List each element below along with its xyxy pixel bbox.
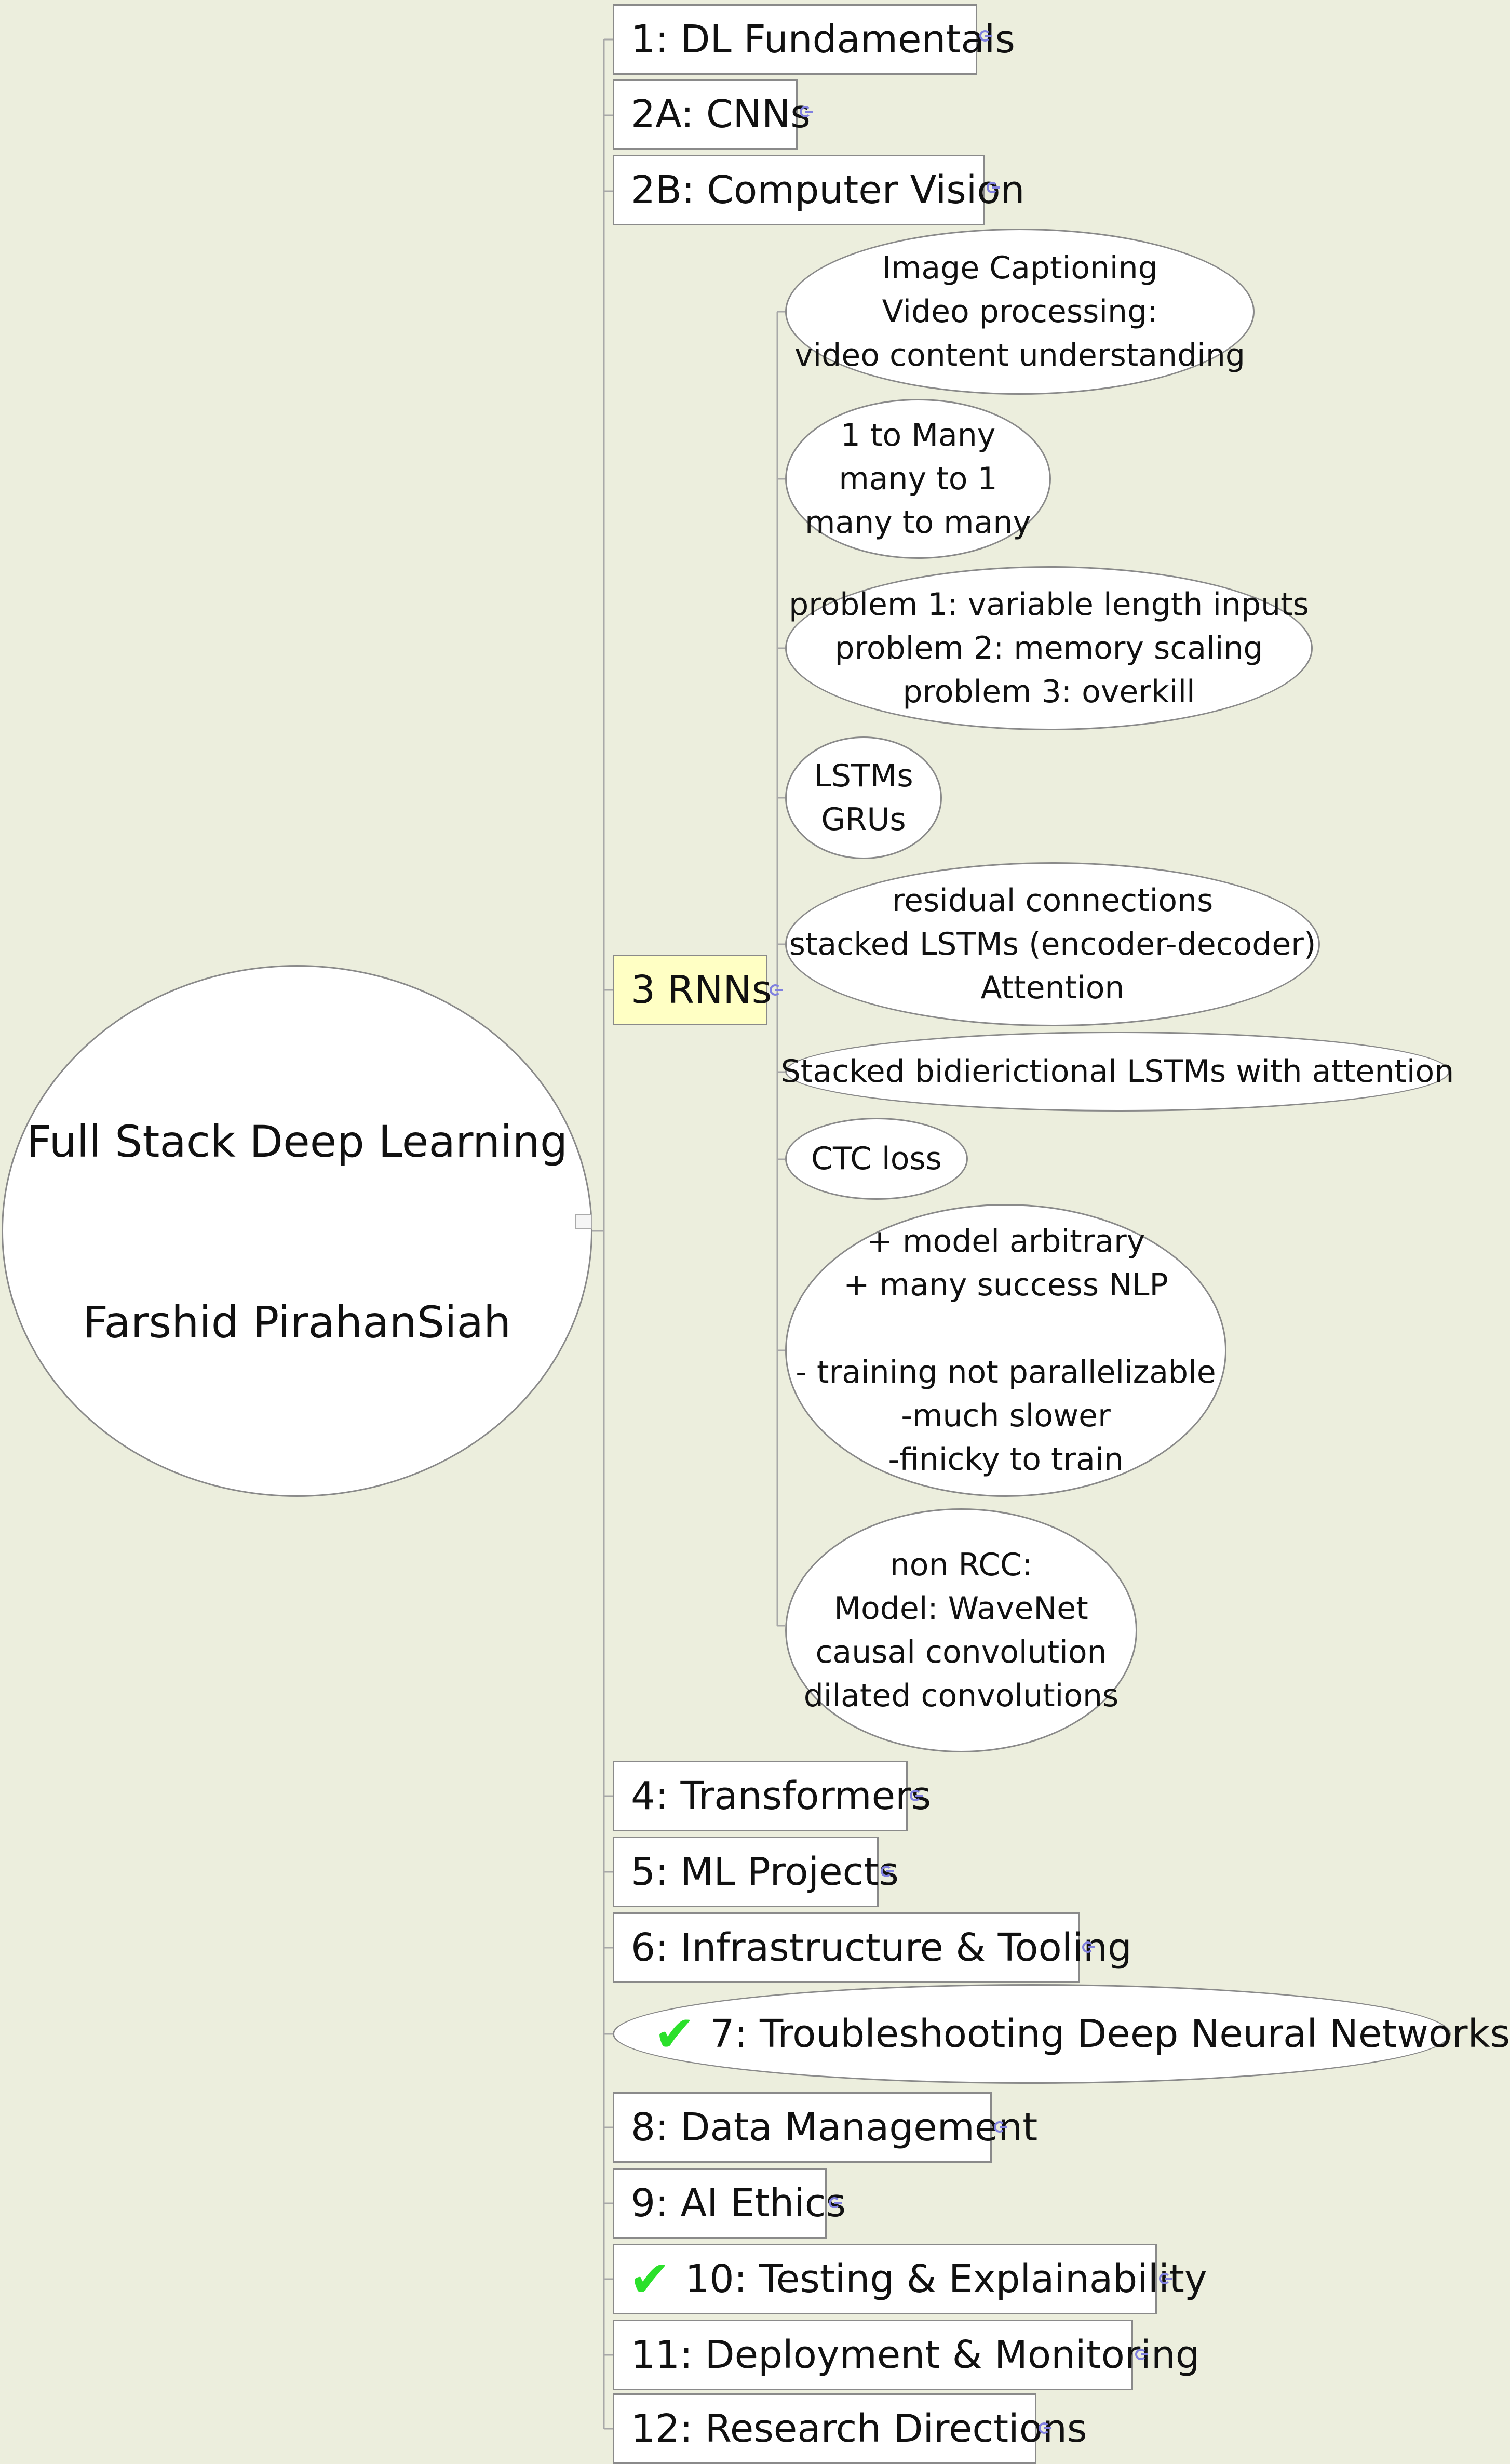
collapse-toggle-icon[interactable]	[829, 2197, 842, 2208]
collapse-toggle-icon[interactable]	[1135, 2349, 1148, 2360]
subtopic-line: 1 to Many	[840, 417, 996, 453]
topic-dl-fundamentals[interactable]: 1: DL Fundamentals	[613, 4, 1015, 75]
topic-label: 8: Data Management	[631, 2105, 1038, 2150]
topic-deployment-monitoring[interactable]: 11: Deployment & Monitoring	[613, 2320, 1200, 2390]
topic-label: 5: ML Projects	[631, 1850, 899, 1894]
subtopic-line: problem 3: overkill	[902, 674, 1195, 710]
subtopic-line: video content understanding	[794, 337, 1245, 373]
topic-label: 12: Research Directions	[631, 2406, 1087, 2451]
subtopic-line: Image Captioning	[882, 250, 1158, 286]
subtopic-line: many to many	[805, 504, 1031, 541]
subtopic-line: + many success NLP	[843, 1267, 1168, 1303]
central-topic-title: Full Stack Deep Learning	[26, 1116, 568, 1167]
subtopic-line: problem 1: variable length inputs	[789, 586, 1309, 623]
subtopic-lstms-grus[interactable]: LSTMs GRUs	[785, 736, 942, 859]
topic-computer-vision[interactable]: 2B: Computer Vision	[613, 155, 1025, 225]
subtopic-line: non RCC:	[889, 1547, 1033, 1583]
subtopic-applications[interactable]: Image Captioning Video processing: video…	[785, 229, 1255, 395]
topic-infrastructure-tooling[interactable]: 6: Infrastructure & Tooling	[613, 1912, 1132, 1983]
connector-lines	[592, 38, 785, 2430]
subtopic-line: many to 1	[839, 461, 997, 497]
collapse-toggle-icon[interactable]	[1039, 2422, 1051, 2434]
note-icon[interactable]	[575, 1214, 592, 1229]
subtopic-line: Attention	[980, 970, 1125, 1006]
topic-ml-projects[interactable]: 5: ML Projects	[613, 1837, 899, 1907]
subtopic-line: residual connections	[892, 882, 1214, 919]
subtopic-line: causal convolution	[815, 1634, 1107, 1670]
subtopic-line: Stacked bidierictional LSTMs with attent…	[780, 1053, 1454, 1090]
collapse-toggle-icon[interactable]	[994, 2121, 1007, 2133]
collapse-toggle-icon[interactable]	[1159, 2273, 1172, 2284]
subtopic-wavenet[interactable]: non RCC: Model: WaveNet causal convoluti…	[785, 1508, 1137, 1752]
subtopic-line: -finicky to train	[888, 1441, 1124, 1478]
central-topic[interactable]: Full Stack Deep Learning Farshid Pirahan…	[2, 965, 592, 1497]
collapse-toggle-icon[interactable]	[910, 1790, 923, 1801]
topic-ai-ethics[interactable]: 9: AI Ethics	[613, 2168, 846, 2239]
collapse-toggle-icon[interactable]	[881, 1866, 894, 1877]
collapse-toggle-icon[interactable]	[1082, 1941, 1095, 1953]
subtopic-ctc-loss[interactable]: CTC loss	[785, 1118, 968, 1200]
topic-label: 2B: Computer Vision	[631, 168, 1025, 212]
topic-testing-explainability[interactable]: ✔ 10: Testing & Explainability	[613, 2244, 1207, 2314]
topic-transformers[interactable]: 4: Transformers	[613, 1761, 931, 1831]
collapse-toggle-icon[interactable]	[770, 984, 783, 996]
topic-rnns[interactable]: 3 RNNs	[613, 955, 772, 1025]
subtopic-line: stacked LSTMs (encoder-decoder)	[789, 926, 1316, 962]
subtopic-residual-attention[interactable]: residual connections stacked LSTMs (enco…	[785, 862, 1320, 1026]
subtopic-line: GRUs	[821, 801, 906, 838]
subtopic-line: dilated convolutions	[803, 1678, 1119, 1714]
subtopic-sequence-types[interactable]: 1 to Many many to 1 many to many	[785, 399, 1051, 559]
topic-label: 1: DL Fundamentals	[631, 17, 1015, 62]
collapse-toggle-icon[interactable]	[979, 30, 992, 42]
central-topic-author: Farshid PirahanSiah	[83, 1297, 511, 1348]
subtopic-line: + model arbitrary	[866, 1223, 1145, 1260]
topic-label: 6: Infrastructure & Tooling	[631, 1925, 1132, 1970]
topic-label: 4: Transformers	[631, 1774, 932, 1818]
subtopic-line: problem 2: memory scaling	[834, 630, 1263, 666]
topic-label: 11: Deployment & Monitoring	[631, 2333, 1200, 2377]
subtopic-line: LSTMs	[814, 758, 913, 794]
topic-label: 10: Testing & Explainability	[685, 2257, 1207, 2301]
checkmark-icon: ✔	[629, 2250, 671, 2308]
topic-label: 9: AI Ethics	[631, 2181, 846, 2226]
subtopic-line: -much slower	[901, 1398, 1111, 1434]
subtopic-line: - training not parallelizable	[796, 1354, 1216, 1390]
subtopic-line: Video processing:	[882, 293, 1158, 330]
topic-label: 7: Troubleshooting Deep Neural Networks	[710, 2012, 1510, 2056]
checkmark-icon: ✔	[654, 2005, 696, 2063]
topic-label: 2A: CNNs	[631, 92, 811, 137]
topic-data-management[interactable]: 8: Data Management	[613, 2092, 1037, 2163]
subtopic-problems[interactable]: problem 1: variable length inputs proble…	[785, 566, 1313, 730]
subtopic-line: CTC loss	[811, 1141, 942, 1177]
collapse-toggle-icon[interactable]	[800, 106, 813, 117]
subtopic-bidirectional-lstms[interactable]: Stacked bidierictional LSTMs with attent…	[781, 1032, 1454, 1112]
topic-label: 3 RNNs	[631, 968, 772, 1012]
topic-research-directions[interactable]: 12: Research Directions	[613, 2393, 1087, 2464]
collapse-toggle-icon[interactable]	[987, 182, 1000, 193]
subtopic-line: Model: WaveNet	[834, 1590, 1088, 1627]
topic-troubleshooting[interactable]: ✔ 7: Troubleshooting Deep Neural Network…	[613, 1984, 1510, 2084]
topic-cnns[interactable]: 2A: CNNs	[613, 79, 811, 150]
subtopic-pros-cons[interactable]: + model arbitrary + many success NLP - t…	[785, 1204, 1226, 1497]
